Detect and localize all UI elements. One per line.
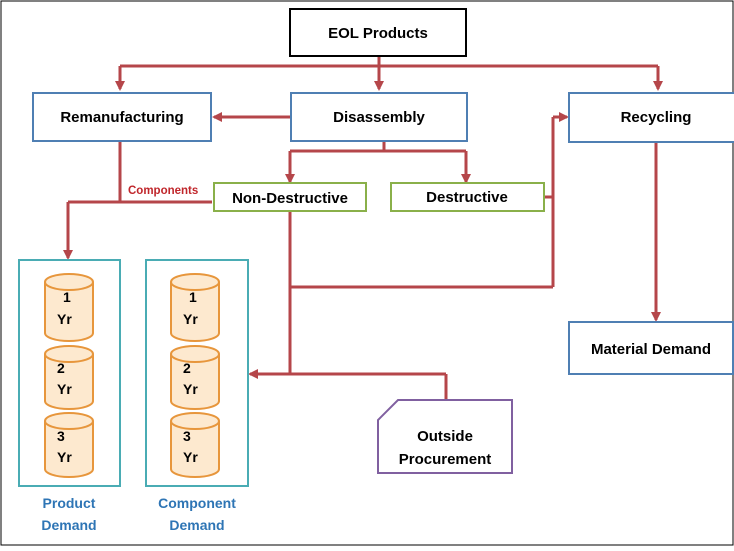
product-cylinder-2: 2 Yr (44, 345, 94, 410)
node-remanufacturing: Remanufacturing (32, 92, 212, 142)
connectors (63, 56, 663, 400)
outside-procurement-label-line2: Procurement (399, 451, 492, 468)
material-demand-box (568, 321, 734, 375)
outside-procurement-shape (377, 399, 513, 474)
node-material-demand: Material Demand (568, 321, 734, 375)
product-cylinder-1-number: 1 (63, 289, 71, 305)
product-cylinder-1-unit: Yr (57, 311, 72, 327)
recycling-label: Recycling (621, 109, 692, 126)
non-destructive-label: Non-Destructive (232, 190, 348, 207)
component-demand-caption-line1: Component (158, 495, 236, 511)
remanufacturing-box (32, 92, 212, 142)
component-cylinder-1: 1 Yr (170, 273, 220, 342)
component-cylinder-2: 2 Yr (170, 345, 220, 410)
eol-products-box (289, 8, 467, 57)
component-cylinder-3-number: 3 (183, 428, 191, 444)
product-demand-caption-line1: Product (43, 495, 96, 511)
component-cylinder-3: 3 Yr (170, 412, 220, 478)
product-cylinder-3: 3 Yr (44, 412, 94, 478)
outside-procurement-label-line1: Outside (417, 428, 473, 445)
product-cylinder-2-number: 2 (57, 360, 65, 376)
destructive-label: Destructive (426, 189, 508, 206)
disassembly-box (290, 92, 468, 142)
node-non-destructive: Non-Destructive (213, 182, 367, 212)
product-demand-caption-line2: Demand (41, 517, 96, 533)
eol-products-label: EOL Products (328, 25, 428, 42)
component-cylinder-1-number: 1 (189, 289, 197, 305)
product-demand-storage: 1 Yr 2 Yr 3 Yr Product Demand (18, 259, 121, 533)
remanufacturing-label: Remanufacturing (60, 109, 183, 126)
product-cylinder-3-number: 3 (57, 428, 65, 444)
node-disassembly: Disassembly (290, 92, 468, 142)
node-destructive: Destructive (390, 182, 545, 212)
component-cylinder-2-number: 2 (183, 360, 191, 376)
node-eol-products: EOL Products (289, 8, 467, 57)
node-outside-procurement: Outside Procurement (377, 399, 513, 474)
product-cylinder-3-unit: Yr (57, 449, 72, 465)
product-cylinder-2-unit: Yr (57, 381, 72, 397)
material-demand-label: Material Demand (591, 341, 711, 358)
disassembly-label: Disassembly (333, 109, 425, 126)
component-cylinder-3-unit: Yr (183, 449, 198, 465)
node-recycling: Recycling (568, 92, 734, 143)
component-demand-storage: 1 Yr 2 Yr 3 Yr Component Demand (145, 259, 249, 533)
component-cylinder-2-unit: Yr (183, 381, 198, 397)
destructive-box (390, 182, 545, 212)
recycling-box (568, 92, 734, 143)
non-destructive-box (213, 182, 367, 212)
component-cylinder-1-unit: Yr (183, 311, 198, 327)
components-edge-label: Components (128, 185, 198, 197)
component-demand-caption-line2: Demand (169, 517, 224, 533)
product-cylinder-1: 1 Yr (44, 273, 94, 342)
